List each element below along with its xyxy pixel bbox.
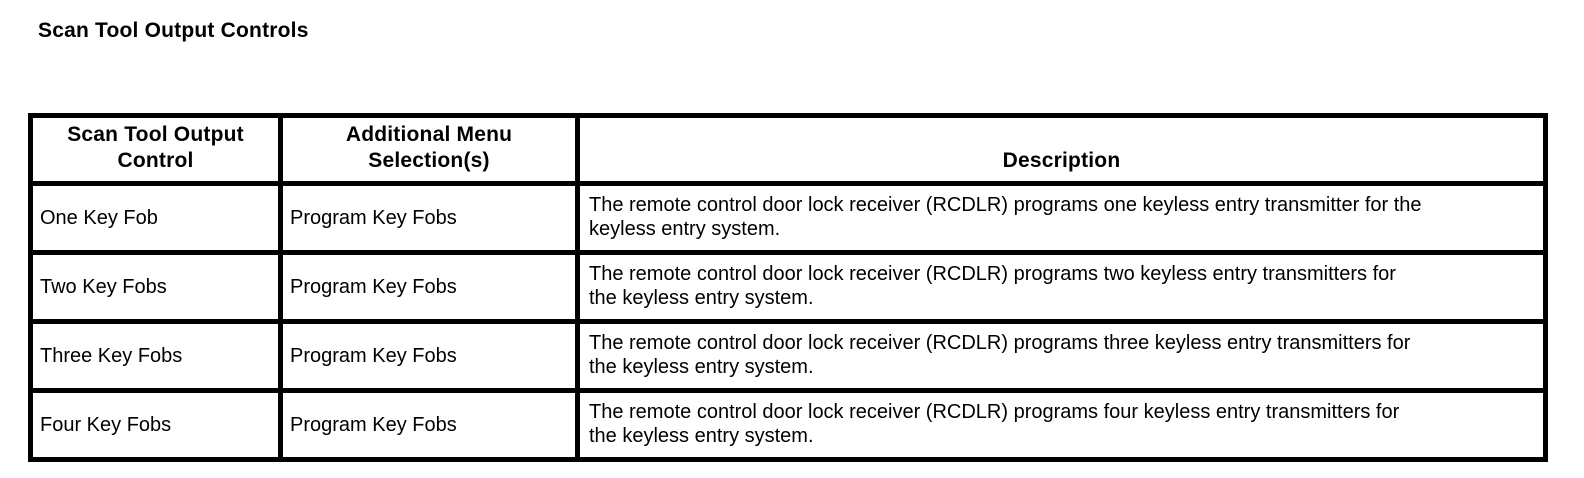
column-header-line: Scan Tool Output [67,123,244,146]
column-header-line: Control [117,149,194,172]
table-row: One Key Fob Program Key Fobs The remote … [28,181,1548,255]
cell-menu-selection: Program Key Fobs [278,388,580,462]
cell-menu-selection: Program Key Fobs [278,250,580,324]
column-header-scan-tool-output-control: Scan Tool Output Control [28,113,283,186]
column-header-line: Description [1002,149,1121,172]
cell-control: Three Key Fobs [28,319,283,393]
cell-description: The remote control door lock receiver (R… [575,319,1548,393]
column-header-line: Selection(s) [368,149,490,172]
cell-menu-selection: Program Key Fobs [278,319,580,393]
cell-control: Four Key Fobs [28,388,283,462]
page-title: Scan Tool Output Controls [38,19,309,42]
table-header-row: Scan Tool Output Control Additional Menu… [28,113,1548,186]
cell-menu-selection: Program Key Fobs [278,181,580,255]
cell-control: Two Key Fobs [28,250,283,324]
column-header-line: Additional Menu [345,123,513,146]
cell-description: The remote control door lock receiver (R… [575,181,1548,255]
cell-description: The remote control door lock receiver (R… [575,250,1548,324]
table-row: Two Key Fobs Program Key Fobs The remote… [28,250,1548,324]
column-header-additional-menu-selections: Additional Menu Selection(s) [278,113,580,186]
table-row: Three Key Fobs Program Key Fobs The remo… [28,319,1548,393]
table-row: Four Key Fobs Program Key Fobs The remot… [28,388,1548,462]
cell-control: One Key Fob [28,181,283,255]
cell-description: The remote control door lock receiver (R… [575,388,1548,462]
column-header-description: Description [575,113,1548,186]
scan-tool-output-controls-table: Scan Tool Output Control Additional Menu… [28,113,1548,462]
